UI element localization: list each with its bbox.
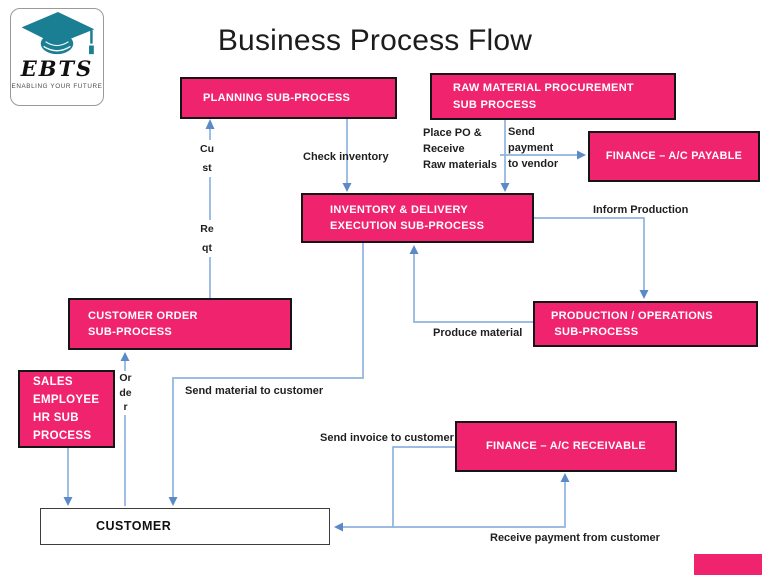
- edge-label-produce-material: Produce material: [433, 327, 523, 339]
- node-label: CUSTOMER: [96, 519, 172, 534]
- edge-label-receive-payment: Receive payment from customer: [490, 532, 660, 544]
- edge-label-send-payment: Send payment to vendor: [508, 126, 559, 170]
- node-customer-order-sub-process: CUSTOMER ORDER SUB-PROCESS: [68, 298, 292, 350]
- node-customer: CUSTOMER: [40, 508, 330, 545]
- page-title: Business Process Flow: [217, 24, 533, 57]
- arrowhead-place-po: [500, 183, 510, 192]
- node-label: PRODUCTION / OPERATIONS SUB-PROCESS: [551, 309, 713, 339]
- node-label: FINANCE – A/C RECEIVABLE: [486, 440, 646, 453]
- arrowhead-order: [120, 352, 130, 361]
- connector-send-material: [172, 243, 364, 499]
- node-finance-ac-payable: FINANCE – A/C PAYABLE: [588, 131, 760, 182]
- arrowhead-send-invoice: [334, 522, 343, 532]
- node-raw-material-procurement: RAW MATERIAL PROCUREMENT SUB PROCESS: [430, 73, 676, 120]
- edge-label-order: Order: [119, 371, 132, 415]
- arrowhead-produce-material: [409, 245, 419, 254]
- edge-label-inform-production: Inform Production: [593, 204, 689, 216]
- edge-label-send-material: Send material to customer: [185, 385, 324, 397]
- edge-label-reqt: Reqt: [200, 220, 214, 257]
- arrowhead-cust-reqt: [205, 119, 215, 129]
- connector-produce-material: [413, 252, 533, 323]
- logo: EBTS ENABLING YOUR FUTURE: [10, 8, 104, 106]
- arrowhead-sales-to-customer: [63, 497, 73, 506]
- node-inventory-delivery-execution: INVENTORY & DELIVERY EXECUTION SUB-PROCE…: [301, 193, 534, 243]
- connector-inform-production: [534, 217, 645, 292]
- edge-label-place-po: Place PO & Receive Raw materials: [423, 127, 497, 171]
- node-label: FINANCE – A/C PAYABLE: [605, 150, 743, 163]
- arrowhead-send-material: [168, 497, 178, 506]
- node-production-operations: PRODUCTION / OPERATIONS SUB-PROCESS: [533, 301, 758, 347]
- node-label: SALES EMPLOYEE HR SUB PROCESS: [33, 376, 100, 442]
- connector-receive-payment: [393, 480, 566, 528]
- logo-tagline: ENABLING YOUR FUTURE: [11, 83, 103, 90]
- corner-decoration: [694, 554, 762, 575]
- logo-text: EBTS: [20, 56, 94, 81]
- graduation-cap-icon: [21, 12, 95, 55]
- node-finance-ac-receivable: FINANCE – A/C RECEIVABLE: [455, 421, 677, 472]
- node-label: PLANNING SUB-PROCESS: [203, 91, 351, 104]
- edge-label-check-inventory: Check inventory: [303, 151, 389, 163]
- arrowhead-inform-production: [639, 290, 649, 299]
- arrowhead-send-payment: [577, 150, 586, 160]
- connector-send-invoice: [342, 446, 455, 528]
- node-planning-sub-process: PLANNING SUB-PROCESS: [180, 77, 397, 119]
- edge-label-send-invoice: Send invoice to customer: [320, 432, 454, 444]
- node-label: RAW MATERIAL PROCUREMENT SUB PROCESS: [453, 82, 634, 111]
- arrowhead-receive-payment: [560, 473, 570, 482]
- node-sales-employee-hr: SALES EMPLOYEE HR SUB PROCESS: [18, 370, 115, 448]
- arrowhead-check-inventory: [342, 183, 352, 192]
- edge-label-cust: Cust: [200, 140, 214, 177]
- node-label: CUSTOMER ORDER SUB-PROCESS: [88, 309, 198, 339]
- node-label: INVENTORY & DELIVERY EXECUTION SUB-PROCE…: [330, 203, 485, 233]
